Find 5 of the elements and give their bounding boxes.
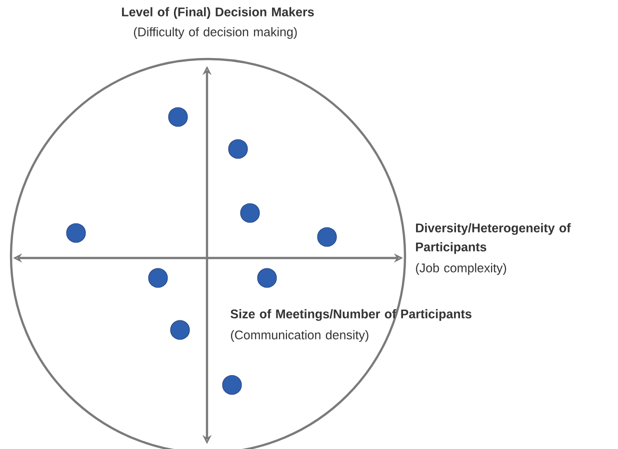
- axis-subtitle: (Difficulty of decision making): [134, 27, 297, 39]
- axis-subtitle: (Communication density): [230, 330, 368, 342]
- axis-title: Level of (Final) Decision Makers: [122, 7, 314, 19]
- axis-subtitle: (Job complexity): [416, 263, 506, 275]
- axis-title: Diversity/Heterogeneity of Participants: [416, 223, 571, 254]
